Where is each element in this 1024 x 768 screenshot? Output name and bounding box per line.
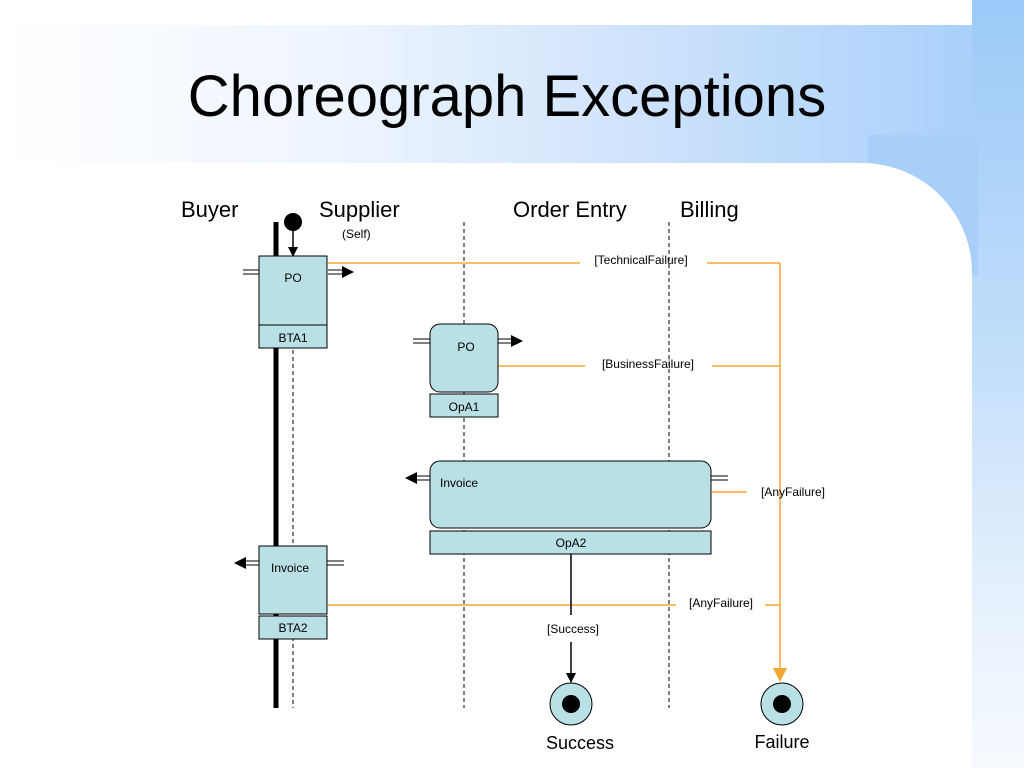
lane-supplier-note: (Self)	[342, 227, 371, 241]
page-title: Choreograph Exceptions	[187, 64, 827, 129]
lane-order-entry: Order Entry	[513, 197, 627, 222]
guard-business-failure: [BusinessFailure]	[602, 357, 694, 371]
bta1-name: BTA1	[278, 331, 307, 345]
right-band	[972, 0, 1024, 768]
lane-supplier: Supplier	[319, 197, 400, 222]
success-label: Success	[546, 733, 614, 753]
bta2-name: BTA2	[278, 621, 307, 635]
failure-paths	[328, 262, 781, 668]
start-node	[284, 213, 302, 231]
activity-bta1: PO BTA1	[243, 255, 354, 349]
opa2-message: Invoice	[440, 476, 478, 490]
failure-label: Failure	[754, 732, 809, 752]
lane-buyer: Buyer	[181, 197, 238, 222]
opa1-name: OpA1	[449, 400, 480, 414]
failure-arrowhead	[773, 668, 787, 682]
guard-any-failure-bta2: [AnyFailure]	[689, 596, 753, 610]
bta2-message: Invoice	[271, 561, 309, 575]
lane-billing: Billing	[680, 197, 739, 222]
failure-end-node	[760, 682, 804, 726]
opa1-message: PO	[457, 340, 474, 354]
opa2-name: OpA2	[556, 536, 587, 550]
guard-any-failure-opa2: [AnyFailure]	[761, 485, 825, 499]
activity-opa1: PO OpA1	[413, 323, 523, 418]
activity-opa2: Invoice OpA2	[405, 460, 728, 555]
bta1-message: PO	[284, 271, 301, 285]
success-end-node	[549, 682, 593, 726]
guard-technical-failure: [TechnicalFailure]	[594, 253, 687, 267]
guard-success: [Success]	[547, 622, 599, 636]
activity-bta2: Invoice BTA2	[234, 545, 344, 640]
title-band	[0, 25, 975, 163]
